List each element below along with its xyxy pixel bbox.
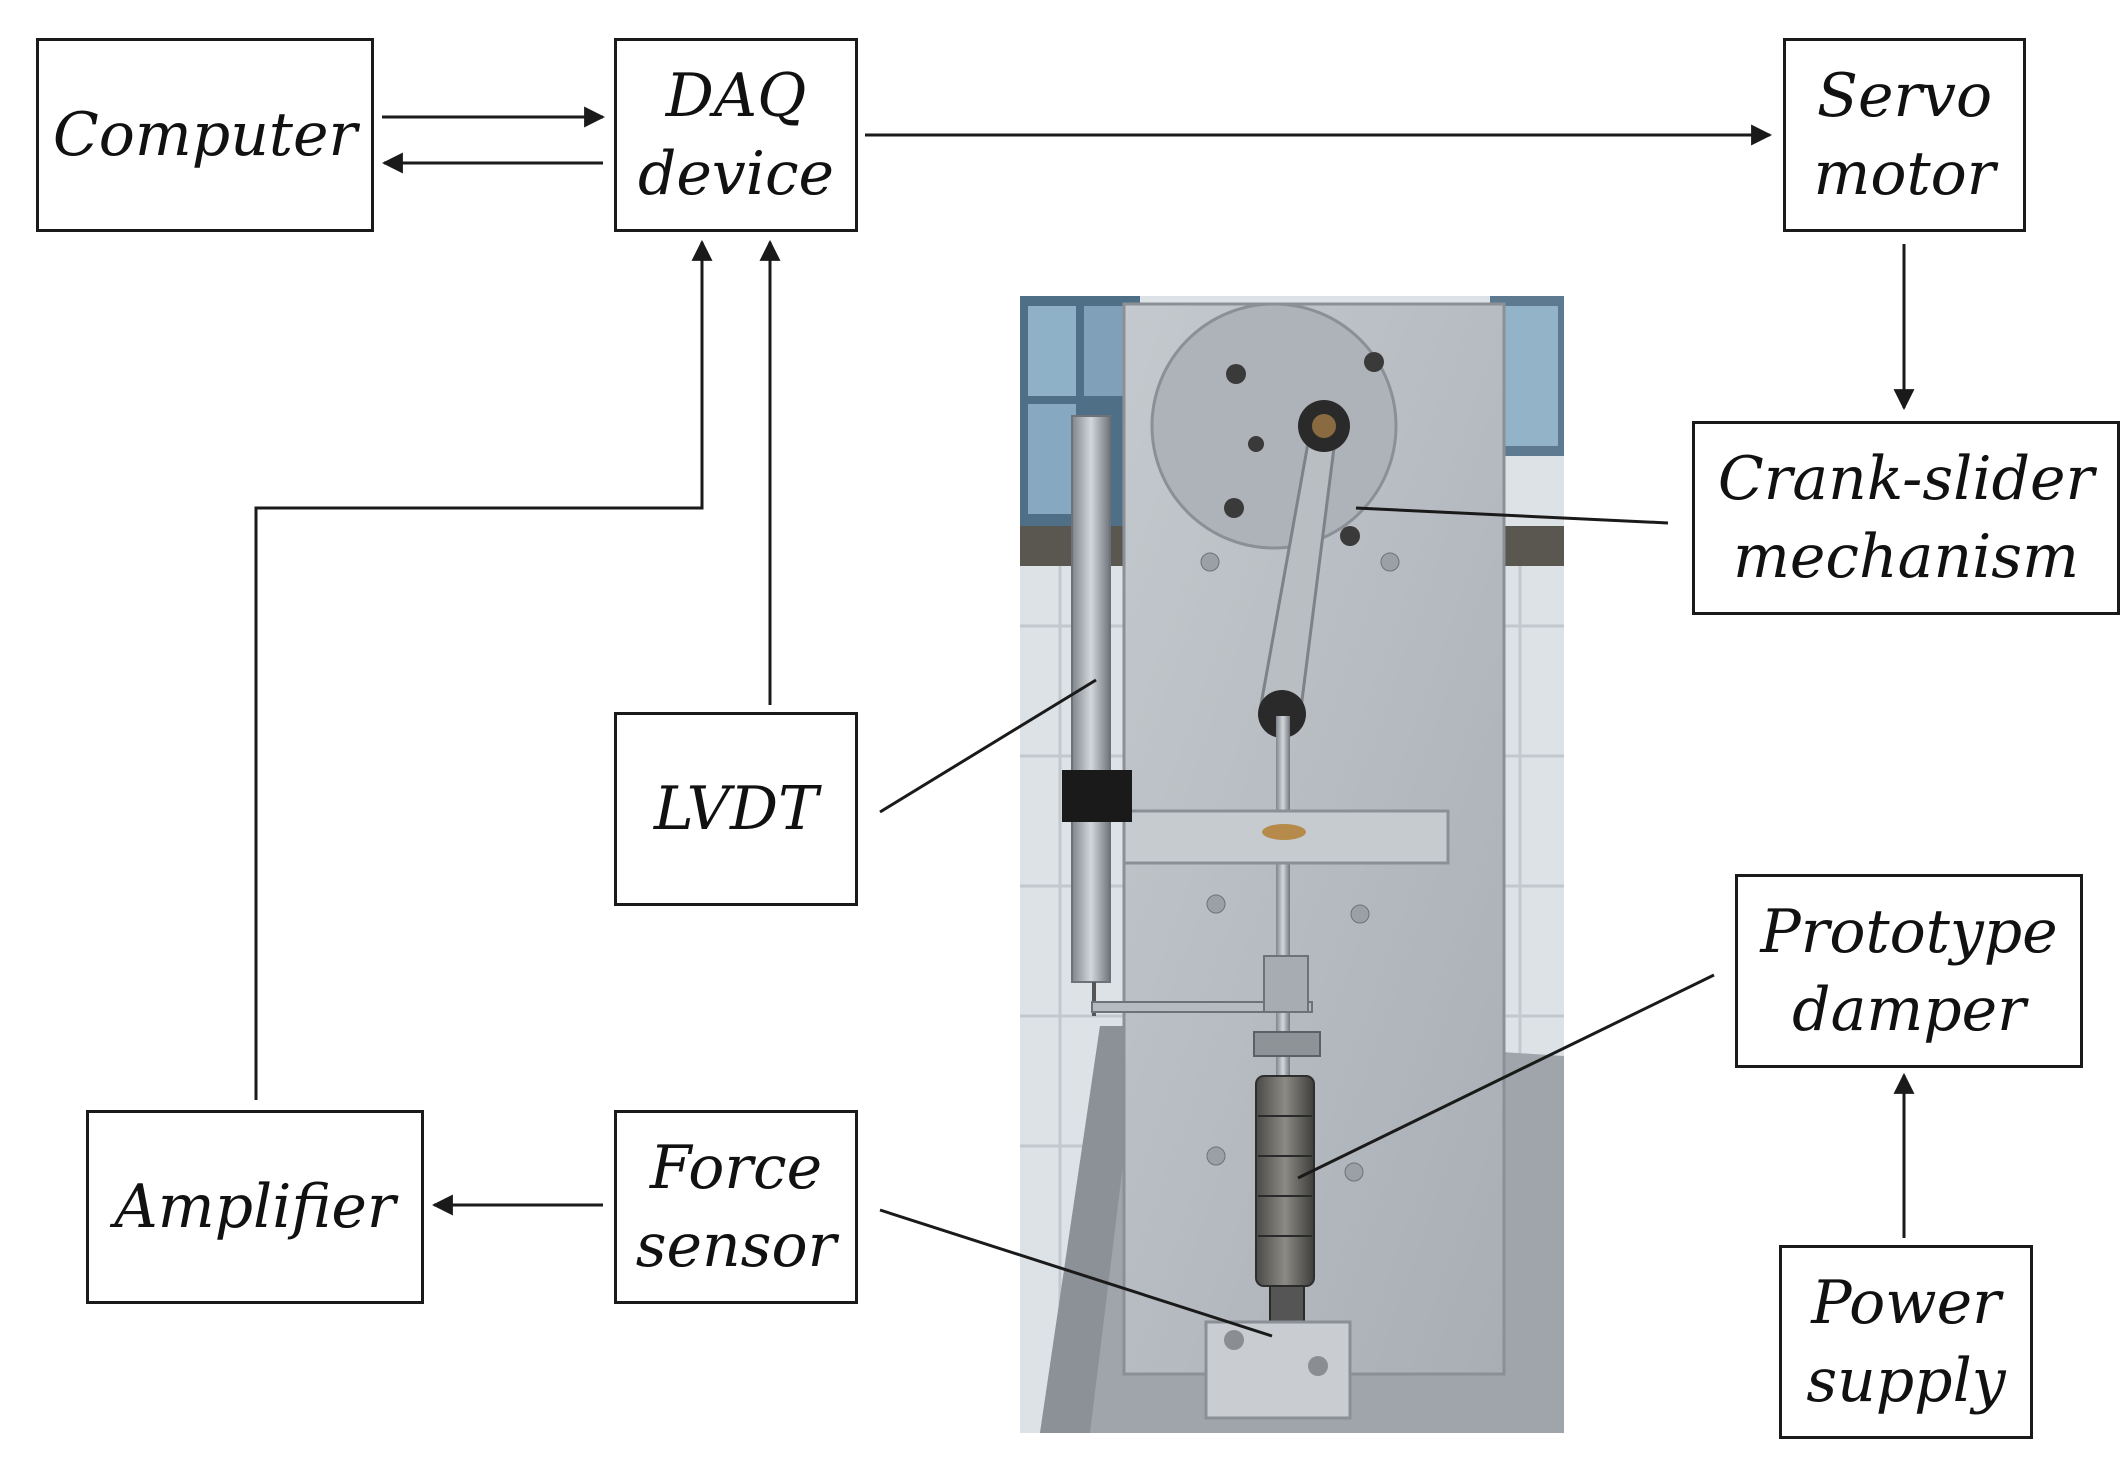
servo-motor-box: Servo motor [1783, 38, 2026, 232]
power-supply-box: Power supply [1779, 1245, 2033, 1439]
lvdt-box: LVDT [614, 712, 858, 906]
power-label-line2: supply [1806, 1346, 2006, 1416]
lvdt-label: LVDT [653, 774, 819, 844]
crank-label-line1: Crank-slider [1717, 444, 2095, 514]
computer-label: Computer [52, 100, 358, 170]
amplifier-label: Amplifier [114, 1172, 396, 1242]
crank-slider-box: Crank-slider mechanism [1692, 421, 2120, 615]
daq-label-line1: DAQ [665, 61, 807, 131]
force-label-line2: sensor [635, 1211, 837, 1281]
daq-device-box: DAQ device [614, 38, 858, 232]
prototype-damper-box: Prototype damper [1735, 874, 2083, 1068]
prototype-label-line1: Prototype [1760, 897, 2058, 967]
test-rig-photo [1020, 296, 1564, 1433]
prototype-label-line2: damper [1792, 975, 2026, 1045]
daq-label-line2: device [637, 139, 835, 209]
power-label-line1: Power [1811, 1268, 2001, 1338]
amplifier-box: Amplifier [86, 1110, 424, 1304]
force-sensor-box: Force sensor [614, 1110, 858, 1304]
servo-label-line2: motor [1813, 139, 1996, 209]
arrow-amplifier-to-daq [254, 239, 713, 1100]
servo-label-line1: Servo [1816, 61, 1993, 131]
computer-box: Computer [36, 38, 374, 232]
force-label-line1: Force [649, 1133, 823, 1203]
test-rig-illustration [1020, 296, 1564, 1433]
crank-label-line2: mechanism [1733, 522, 2079, 592]
